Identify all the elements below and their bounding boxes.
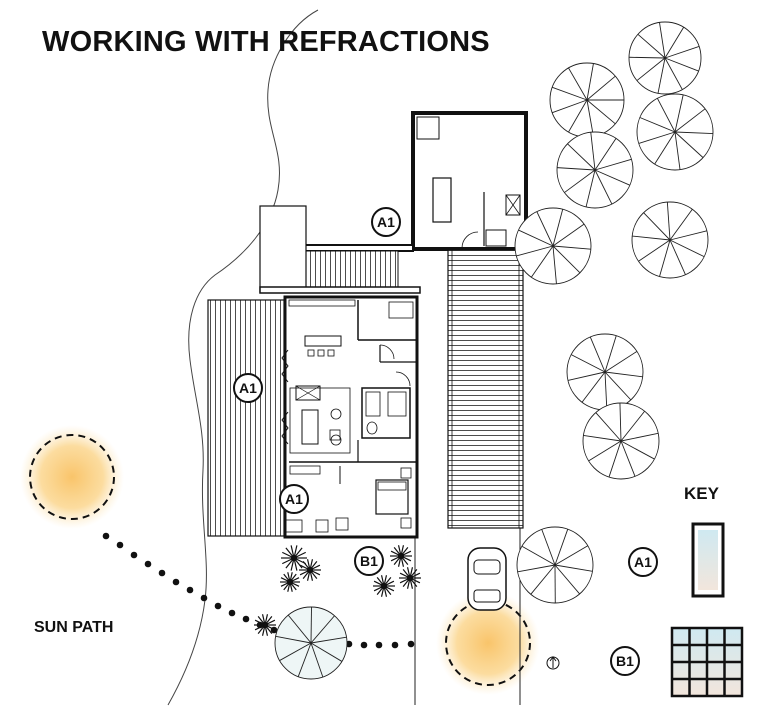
tree-icon (637, 94, 713, 170)
garage-building (413, 113, 526, 249)
tree-icon (275, 607, 347, 679)
side-deck (448, 250, 523, 528)
tag-a1-bedroom: A1 (279, 484, 309, 514)
key-tall-window-icon (693, 524, 723, 596)
car-icon (468, 548, 506, 610)
shrub-icon (373, 575, 395, 596)
shrub-icon (280, 572, 300, 591)
sun-west (20, 425, 124, 529)
tag-b1-entry: B1 (354, 546, 384, 576)
tree-icon (557, 132, 633, 208)
key-grid-window-icon (672, 628, 742, 696)
key-heading: KEY (684, 484, 719, 504)
shrub-icon (390, 545, 412, 566)
tree-icon (632, 202, 708, 278)
shrub-icon (399, 567, 421, 588)
tag-a1-living: A1 (233, 373, 263, 403)
key-tag-a1: A1 (628, 547, 658, 577)
tag-a1-garage: A1 (371, 207, 401, 237)
north-arrow-icon (547, 657, 559, 669)
tree-icon (629, 22, 701, 94)
key-tag-b1: B1 (610, 646, 640, 676)
tree-icon (550, 63, 624, 137)
tree-icon (567, 334, 643, 410)
tree-icon (517, 527, 593, 603)
sun-path-label: SUN PATH (34, 619, 113, 637)
tree-icon (515, 208, 591, 284)
page-title: WORKING WITH REFRACTIONS (42, 26, 490, 59)
tree-icon (583, 403, 659, 479)
west-deck (208, 300, 284, 536)
